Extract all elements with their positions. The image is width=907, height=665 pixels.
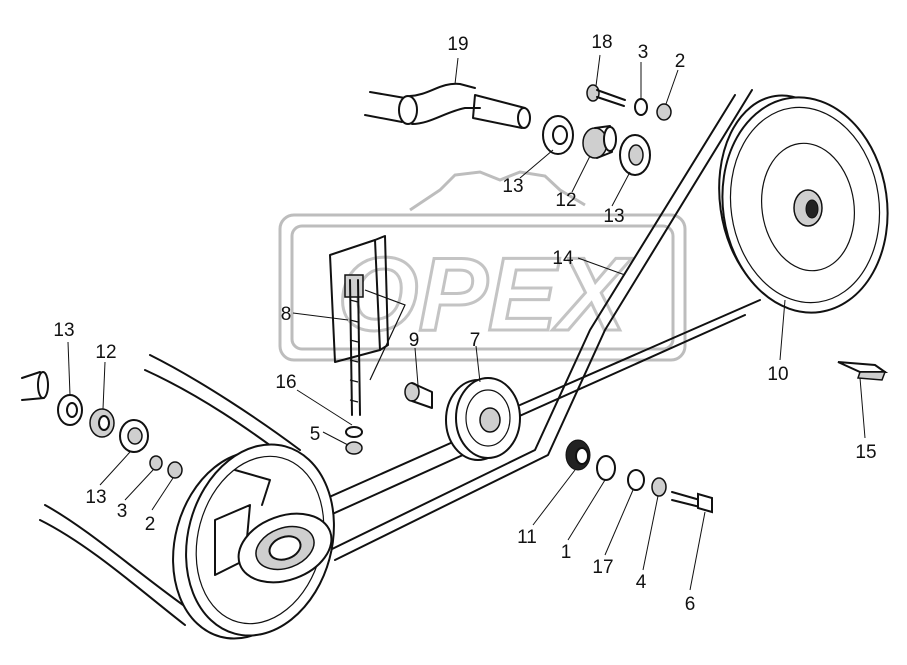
callout-11: 11 — [517, 527, 537, 548]
washer-5 — [345, 426, 363, 455]
callout-13-top-right: 13 — [603, 206, 624, 227]
callout-7: 7 — [470, 330, 481, 351]
washer-4 — [651, 477, 667, 497]
lower-pulley — [172, 443, 335, 640]
bushing-9 — [404, 382, 433, 409]
nut-2-left — [167, 461, 183, 479]
callout-13-top-left: 13 — [502, 176, 523, 197]
callout-12-left: 12 — [95, 342, 116, 363]
bolt-6 — [671, 491, 713, 514]
callout-13-left-bottom: 13 — [85, 487, 106, 508]
shaft-left — [21, 371, 49, 401]
key-15 — [837, 361, 889, 381]
callout-2-top: 2 — [675, 51, 686, 72]
callout-10: 10 — [767, 364, 788, 385]
callout-1: 1 — [561, 542, 572, 563]
bearing-13-left — [119, 419, 149, 453]
bushing-12-top — [582, 125, 617, 159]
callout-4: 4 — [636, 572, 647, 593]
shaft-19 — [364, 82, 531, 129]
callout-8: 8 — [281, 304, 292, 325]
bearing-11 — [565, 439, 591, 471]
pulley-7 — [445, 377, 521, 461]
bolt-18 — [586, 84, 626, 107]
callout-6: 6 — [685, 594, 696, 615]
washer-17 — [627, 469, 645, 491]
callout-9: 9 — [409, 330, 420, 351]
callout-15: 15 — [855, 442, 876, 463]
callout-3-left: 3 — [117, 501, 128, 522]
leader-lines — [67, 54, 866, 591]
callout-12-top: 12 — [555, 190, 576, 211]
washer-13-left — [57, 394, 83, 426]
nut-2-top — [656, 103, 672, 121]
screw-16 — [349, 279, 361, 416]
callout-5: 5 — [310, 424, 321, 445]
callout-14: 14 — [552, 248, 574, 269]
callout-2-left: 2 — [145, 514, 156, 535]
washer-3-top — [634, 98, 648, 116]
callout-17: 17 — [592, 557, 613, 578]
callout-13-left-top: 13 — [53, 320, 74, 341]
callout-labels: 19 18 3 2 13 12 13 14 8 9 7 16 5 10 15 1… — [53, 32, 876, 615]
washer-3-left — [149, 455, 163, 471]
callout-16: 16 — [275, 372, 296, 393]
circlip-1 — [596, 455, 616, 481]
bushing-12-left — [89, 408, 115, 438]
callout-18: 18 — [591, 32, 612, 53]
bearing-13-top-right — [619, 134, 651, 176]
callout-3-top: 3 — [638, 42, 649, 63]
pulley-10 — [718, 94, 889, 314]
washer-13-top-left — [542, 115, 574, 155]
watermark-logo: OPEX — [278, 170, 687, 362]
callout-19: 19 — [447, 34, 468, 55]
